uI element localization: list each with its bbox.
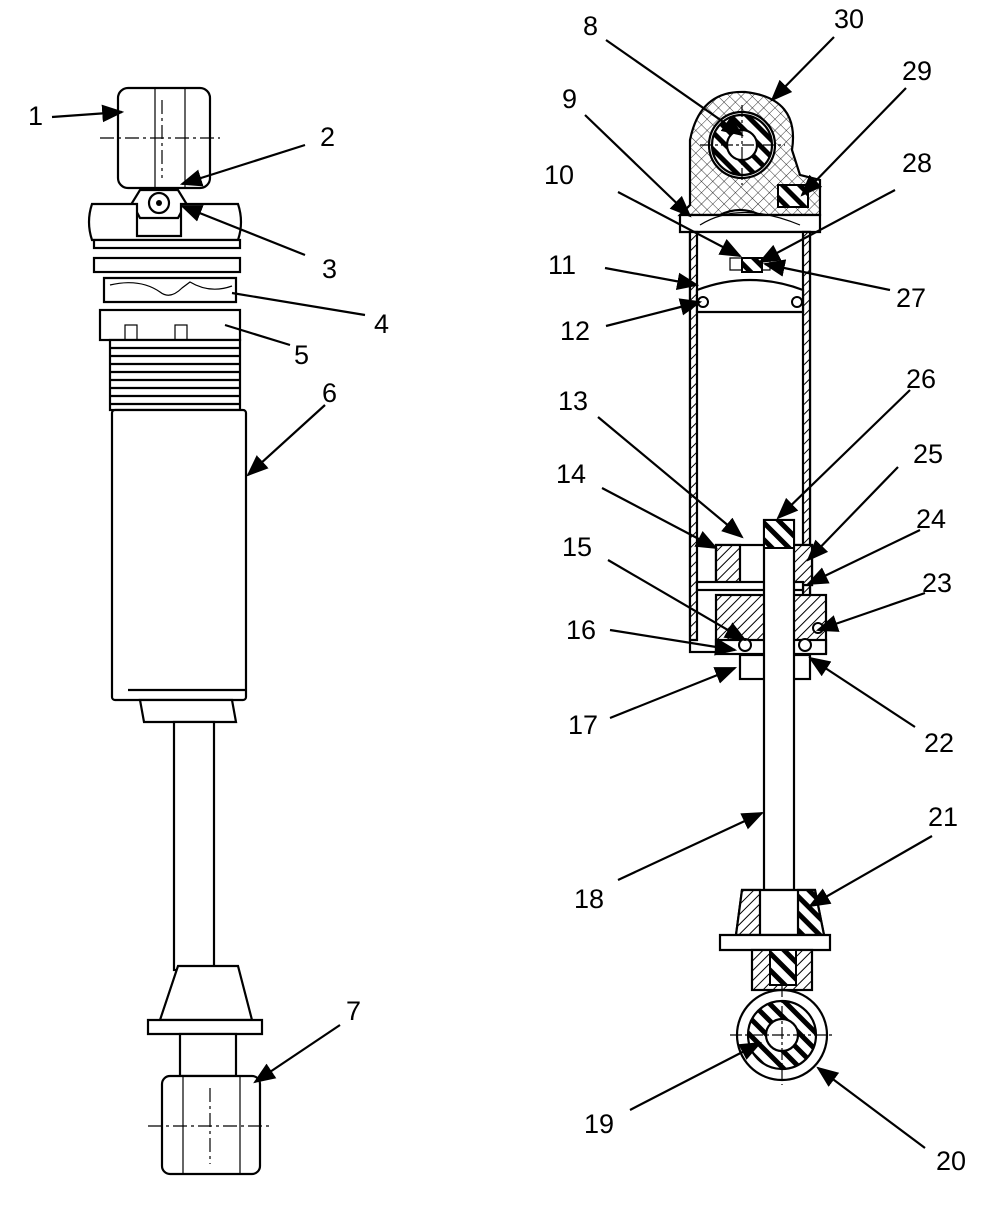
callout-9: 9	[562, 84, 577, 114]
callout-4: 4	[374, 309, 389, 339]
callout-14: 14	[556, 459, 586, 489]
piston-shaft	[762, 518, 796, 892]
floating-piston	[695, 278, 805, 314]
callout-labels: 1 2 3 4 5 6 7 8 9 10 11 12 13 14 15 16 1…	[28, 4, 966, 1176]
callout-10: 10	[544, 160, 574, 190]
callout-27: 27	[896, 283, 926, 313]
callout-25: 25	[913, 439, 943, 469]
callout-28: 28	[902, 148, 932, 178]
callout-16: 16	[566, 615, 596, 645]
callout-29: 29	[902, 56, 932, 86]
shock-external-view	[87, 86, 270, 1176]
callout-23: 23	[922, 568, 952, 598]
callout-7: 7	[346, 996, 361, 1026]
callout-12: 12	[560, 316, 590, 346]
callout-19: 19	[584, 1109, 614, 1139]
callout-8: 8	[583, 11, 598, 41]
callout-1: 1	[28, 101, 43, 131]
shock-cutaway-view	[677, 90, 834, 1085]
callout-6: 6	[322, 378, 337, 408]
callout-20: 20	[936, 1146, 966, 1176]
callout-22: 22	[924, 728, 954, 758]
callout-17: 17	[568, 710, 598, 740]
callout-30: 30	[834, 4, 864, 34]
leader-lines	[51, 36, 933, 1149]
upper-eyelet	[100, 86, 220, 190]
callout-5: 5	[294, 340, 309, 370]
body-threads	[108, 338, 242, 412]
callout-2: 2	[320, 122, 335, 152]
callout-18: 18	[574, 884, 604, 914]
callout-3: 3	[322, 254, 337, 284]
shock-shaft	[172, 720, 216, 972]
shock-body	[110, 408, 248, 702]
callout-21: 21	[928, 802, 958, 832]
lower-eyelet	[148, 1074, 270, 1176]
valve-fitting	[130, 188, 188, 220]
callout-15: 15	[562, 532, 592, 562]
bump-stop	[158, 964, 254, 1022]
callout-13: 13	[558, 386, 588, 416]
callout-24: 24	[916, 504, 946, 534]
callout-26: 26	[906, 364, 936, 394]
callout-11: 11	[548, 250, 576, 280]
